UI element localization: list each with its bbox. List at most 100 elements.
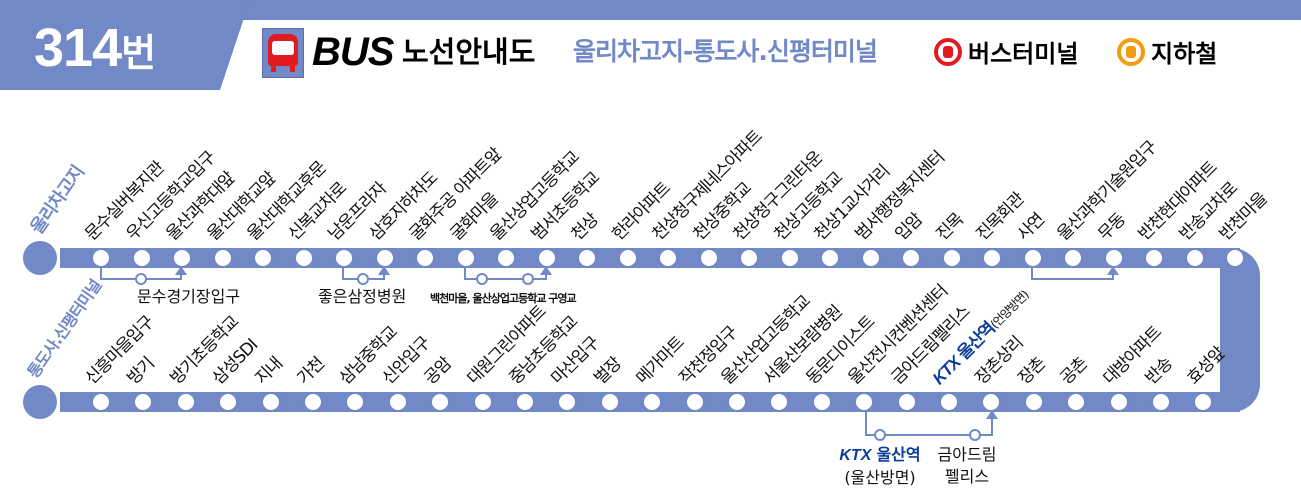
bus-stop[interactable] bbox=[1103, 248, 1124, 268]
route-number-suffix: 번 bbox=[121, 33, 156, 75]
bus-stop-label: 반송 bbox=[1141, 353, 1177, 389]
bus-stop[interactable] bbox=[430, 392, 451, 412]
bus-stop[interactable] bbox=[739, 248, 759, 268]
bus-stop-label: 천상 bbox=[567, 209, 603, 245]
bus-stop[interactable] bbox=[303, 392, 323, 412]
bus-stop[interactable] bbox=[1063, 248, 1083, 268]
detour-1-label: 문수경기장입구 bbox=[137, 287, 241, 306]
bus-stop[interactable] bbox=[941, 248, 962, 268]
bus-stop-label: 무동 bbox=[1094, 209, 1129, 245]
bus-stop[interactable] bbox=[1151, 392, 1171, 412]
bus-stop[interactable] bbox=[536, 248, 557, 268]
bus-stop[interactable] bbox=[684, 392, 705, 412]
route-line-turn bbox=[1220, 248, 1260, 412]
ktx-station-name: 울산역 bbox=[876, 445, 921, 464]
bus-stop-label: 공암 bbox=[420, 353, 456, 389]
bus-stop[interactable] bbox=[982, 248, 1002, 268]
bus-stop-label: 지내 bbox=[251, 353, 287, 389]
bus-stop-label: 가천 bbox=[293, 353, 329, 389]
bus-stop[interactable] bbox=[901, 248, 921, 268]
ktx-direction: (언양방면) bbox=[987, 287, 1032, 332]
bus-stop[interactable] bbox=[698, 248, 719, 268]
ktx-logo: KTX bbox=[839, 447, 872, 464]
bus-stop[interactable] bbox=[253, 248, 273, 268]
bus-stop[interactable] bbox=[387, 392, 408, 412]
bus-stop[interactable] bbox=[415, 248, 435, 268]
bus-stop-label: 공촌 bbox=[1056, 353, 1092, 389]
bus-stop-label: 방기 bbox=[123, 353, 159, 389]
bus-stop[interactable] bbox=[1022, 248, 1043, 268]
detour-stop bbox=[522, 273, 534, 285]
terminal-end bbox=[23, 385, 57, 419]
header-band bbox=[0, 0, 1301, 20]
bus-stop[interactable] bbox=[374, 248, 395, 268]
bus-stop[interactable] bbox=[642, 392, 663, 412]
bus-stop[interactable] bbox=[345, 392, 366, 412]
bus-stop[interactable] bbox=[1184, 248, 1205, 268]
bus-stop[interactable] bbox=[811, 392, 832, 412]
legend-bus-terminal: 버스터미널 bbox=[934, 34, 1078, 69]
arrow-up-icon bbox=[986, 410, 998, 419]
bus-stop[interactable] bbox=[91, 248, 111, 268]
arrow-up-icon bbox=[1107, 266, 1119, 275]
bus-stop[interactable] bbox=[599, 392, 620, 412]
bus-stop[interactable] bbox=[218, 392, 239, 412]
bus-stop[interactable] bbox=[557, 392, 578, 412]
bus-stop[interactable] bbox=[1023, 392, 1044, 412]
route-number-block bbox=[0, 0, 250, 90]
bus-stop[interactable] bbox=[896, 392, 917, 412]
bus-icon bbox=[262, 28, 304, 78]
bus-stop[interactable] bbox=[1144, 248, 1164, 268]
bus-stop[interactable] bbox=[577, 248, 597, 268]
bus-stop[interactable] bbox=[172, 248, 192, 268]
bus-stop[interactable] bbox=[472, 392, 493, 412]
detour-3-label: 백천마을, 울산상업고등학교 구영교 bbox=[430, 292, 577, 305]
bus-stop[interactable] bbox=[658, 248, 678, 268]
bus-stop-label: 메가마트 bbox=[632, 333, 689, 389]
detour-4 bbox=[1031, 266, 1114, 280]
bus-stop[interactable] bbox=[212, 248, 233, 268]
legend-subway: 지하철 bbox=[1117, 34, 1217, 69]
bus-stop[interactable] bbox=[515, 392, 535, 412]
bus-stop[interactable] bbox=[779, 248, 800, 268]
bus-stop[interactable] bbox=[175, 392, 196, 412]
bus-stop[interactable] bbox=[260, 392, 281, 412]
bus-stop[interactable] bbox=[1066, 392, 1087, 412]
bus-stop[interactable] bbox=[1108, 392, 1129, 412]
bus-stop[interactable] bbox=[133, 392, 154, 412]
bus-stop-label: 진목 bbox=[932, 209, 967, 245]
ktx-logo: KTX bbox=[928, 352, 965, 389]
bus-stop[interactable] bbox=[860, 248, 881, 268]
bus-stop[interactable] bbox=[617, 248, 638, 268]
bus-stop-label: 벌장 bbox=[590, 353, 626, 389]
legend-label: 버스터미널 bbox=[968, 40, 1079, 68]
arrow-up-icon bbox=[540, 266, 552, 275]
bus-stop[interactable] bbox=[769, 392, 790, 412]
detour-5-label-line2: 펠리스 bbox=[944, 467, 990, 486]
detour-stop bbox=[135, 273, 147, 285]
bus-stop[interactable] bbox=[854, 392, 875, 412]
arrow-up-icon bbox=[175, 266, 187, 275]
bus-stop-label: 장촌 bbox=[1014, 353, 1050, 389]
bus-stop[interactable] bbox=[820, 248, 840, 268]
bus-stop-label: 사연 bbox=[1013, 209, 1048, 245]
terminal-start bbox=[23, 241, 57, 275]
detour-5-label: 금아드림 펠리스 bbox=[932, 444, 1002, 488]
bus-stop[interactable] bbox=[1225, 248, 1245, 268]
arrow-up-icon bbox=[378, 266, 390, 275]
bus-stop-label: 입암 bbox=[891, 209, 927, 245]
bus-stop[interactable] bbox=[455, 248, 476, 268]
bus-stop[interactable] bbox=[727, 392, 747, 412]
bus-stop[interactable] bbox=[293, 248, 314, 268]
subway-icon bbox=[1117, 37, 1145, 66]
bus-stop[interactable] bbox=[496, 248, 516, 268]
detour-stop bbox=[874, 429, 886, 441]
detour-5-ktx-label: KTX 울산역 (울산방면) bbox=[830, 444, 930, 489]
bus-stop[interactable] bbox=[939, 392, 959, 412]
detour-5-label-line1: 금아드림 bbox=[937, 445, 997, 464]
bus-stop[interactable] bbox=[1193, 392, 1214, 412]
route-name: 울리차고지-통도사.신평터미널 bbox=[573, 37, 878, 66]
bus-stop[interactable] bbox=[91, 392, 111, 412]
bus-stop[interactable] bbox=[334, 248, 354, 268]
bus-stop[interactable] bbox=[131, 248, 152, 268]
